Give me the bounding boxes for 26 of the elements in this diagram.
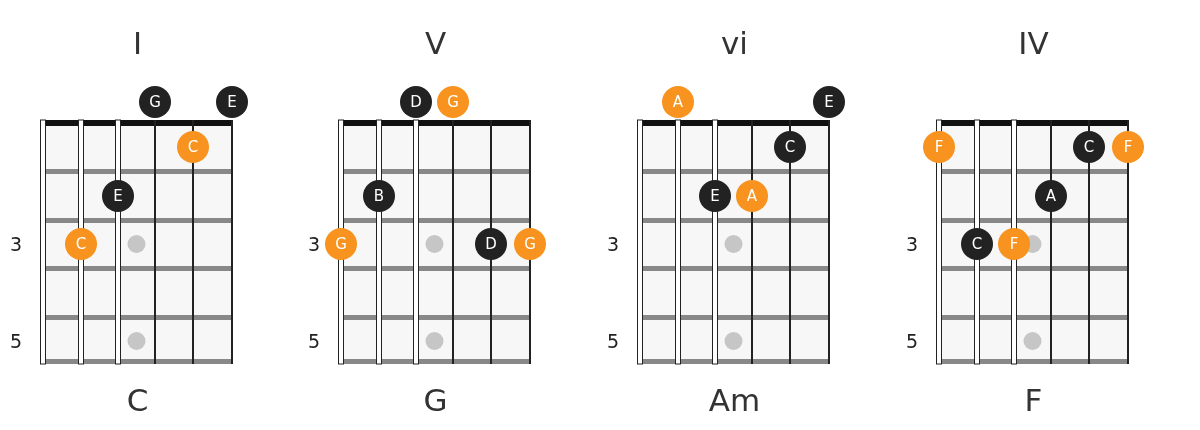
- chord-degree: IV: [1017, 25, 1050, 61]
- note-marker: F: [923, 131, 955, 163]
- chord-name: F: [1023, 382, 1044, 418]
- note-marker: E: [813, 86, 845, 118]
- fret-number: 3: [605, 233, 621, 255]
- chord-name: Am: [707, 382, 762, 418]
- fret-number: 5: [904, 330, 920, 352]
- chord-name: C: [125, 382, 150, 418]
- fret-number: 3: [8, 233, 24, 255]
- chord-degree: I: [131, 25, 144, 61]
- note-marker: G: [325, 228, 357, 260]
- fret-number: 3: [904, 233, 920, 255]
- chord-degree: vi: [720, 25, 749, 61]
- note-marker: F: [1112, 131, 1144, 163]
- note-marker: D: [400, 86, 432, 118]
- note-marker: G: [514, 228, 546, 260]
- fret-number: 3: [306, 233, 322, 255]
- note-marker: E: [216, 86, 248, 118]
- chord-degree: V: [423, 25, 448, 61]
- chord-name: G: [422, 382, 449, 418]
- fret-number: 5: [8, 330, 24, 352]
- note-marker: A: [662, 86, 694, 118]
- fret-number: 5: [605, 330, 621, 352]
- fret-number: 5: [306, 330, 322, 352]
- note-marker: G: [437, 86, 469, 118]
- note-marker: G: [139, 86, 171, 118]
